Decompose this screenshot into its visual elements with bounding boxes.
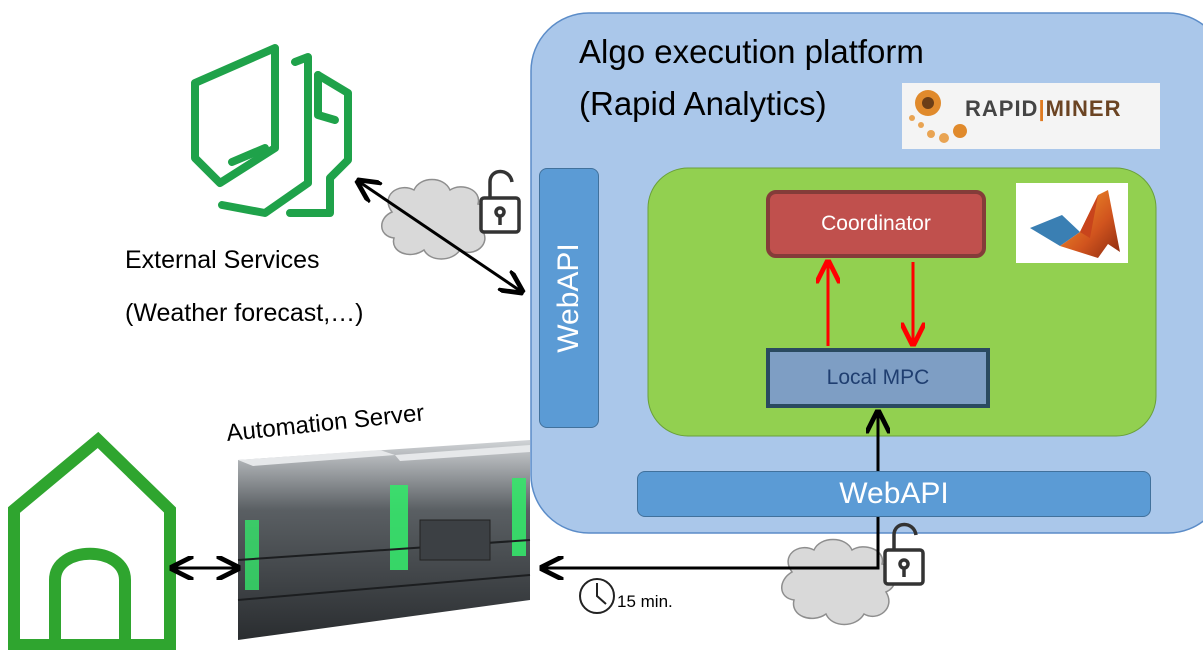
platform-title-line1: Algo execution platform bbox=[579, 33, 924, 70]
external-services-sublabel: (Weather forecast,…) bbox=[125, 299, 364, 327]
webapi-vertical: WebAPI bbox=[539, 168, 599, 428]
rapidminer-logo-mark bbox=[902, 83, 1160, 149]
interval-label: 15 min. bbox=[617, 592, 673, 611]
automation-server-device bbox=[237, 440, 531, 640]
webapi-vertical-label: WebAPI bbox=[552, 243, 585, 353]
matlab-logo bbox=[1016, 183, 1128, 263]
house-icon bbox=[8, 431, 176, 650]
open-padlock-icon bbox=[479, 169, 521, 234]
external-services-link bbox=[358, 181, 522, 292]
rapidminer-wordmark-part1: RAPID bbox=[965, 96, 1039, 121]
open-padlock-icon bbox=[883, 522, 925, 586]
rapidminer-wordmark: RAPID|MINER bbox=[965, 96, 1122, 122]
local-mpc-box: Local MPC bbox=[766, 348, 990, 408]
coordinator-box: Coordinator bbox=[766, 190, 986, 258]
platform-title-line2: (Rapid Analytics) bbox=[579, 85, 827, 122]
cloud-icon bbox=[381, 178, 492, 260]
external-services-icon bbox=[191, 44, 352, 217]
webapi-horizontal: WebAPI bbox=[637, 471, 1151, 517]
rapidminer-wordmark-part2: MINER bbox=[1045, 96, 1122, 121]
clock-icon bbox=[579, 578, 615, 614]
external-services-label: External Services bbox=[125, 246, 320, 274]
server-mpc-link bbox=[542, 412, 878, 568]
rapidminer-wordmark-sep: | bbox=[1038, 96, 1046, 121]
